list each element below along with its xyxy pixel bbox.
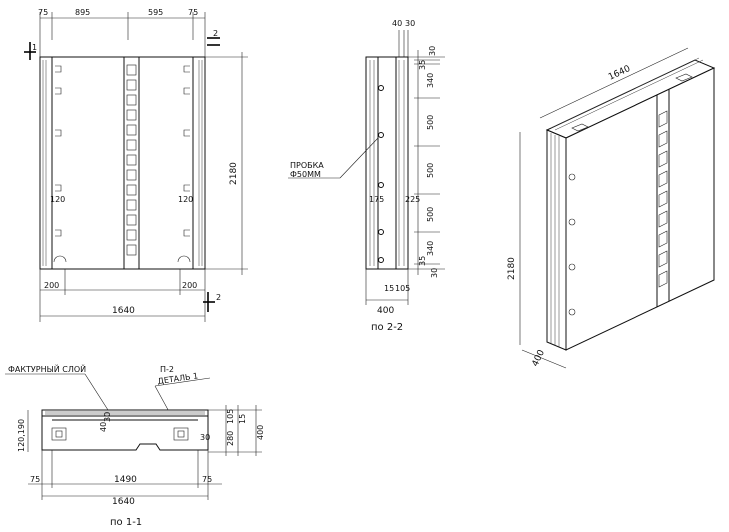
dim-top-75-left: 75	[38, 8, 48, 17]
plug-holes	[378, 85, 384, 263]
plug-label-2: Ф50ММ	[290, 170, 321, 179]
dim-side-40: 40	[392, 19, 402, 28]
front-view: 75 895 595 75 1 2	[24, 8, 248, 322]
dim-side-r-30-bottom: 30	[430, 268, 439, 278]
iso-dim-2180: 2180	[507, 257, 517, 280]
dim-side-r-340-bottom: 340	[426, 241, 435, 256]
dim-side-400: 400	[377, 306, 394, 316]
sec-dim-40: 40	[99, 422, 108, 432]
sec-dim-15: 15	[238, 414, 247, 424]
section-mark-1: 1	[32, 43, 37, 52]
section-mark-2-top: 2	[213, 29, 218, 38]
sec-dim-30-side: 30	[200, 433, 210, 442]
side-view: 40 30 175 225 ПРОБКА Ф50ММ	[288, 19, 445, 333]
dim-side-r-35-top: 35	[418, 60, 427, 70]
dim-side-r-35-bottom: 35	[418, 256, 427, 266]
dim-side-r-500-b: 500	[426, 163, 435, 178]
dim-side-r-500-c: 500	[426, 207, 435, 222]
section-view: ФАКТУРНЫЙ СЛОЙ П-2 ДЕТАЛЬ 1 120,190 40 3…	[5, 363, 265, 528]
sec-dim-280: 280	[226, 431, 235, 446]
sec-dim-105: 105	[226, 409, 235, 424]
sec-dim-75-right: 75	[202, 475, 212, 484]
dim-side-225: 225	[405, 195, 420, 204]
dim-top-75-right: 75	[188, 8, 198, 17]
dim-top-895: 895	[75, 8, 90, 17]
dim-side-r-30-top: 30	[428, 46, 437, 56]
p2-label: П-2	[160, 365, 174, 374]
side-view-title: по 2-2	[371, 322, 403, 333]
iso-anchors	[568, 173, 576, 316]
sec-dim-1490: 1490	[114, 475, 137, 485]
dim-120-left: 120	[50, 195, 65, 204]
dim-side-15: 15	[384, 284, 394, 293]
iso-dim-1640: 1640	[607, 64, 632, 83]
sec-dim-30-top: 30	[103, 412, 112, 422]
front-anchors-left	[53, 65, 67, 263]
dim-side-r-500-a: 500	[426, 115, 435, 130]
front-column-blocks	[126, 64, 137, 256]
iso-column-blocks	[658, 110, 668, 288]
sec-dim-400: 400	[256, 425, 265, 440]
dim-height-2180: 2180	[229, 162, 239, 185]
dim-120-right: 120	[178, 195, 193, 204]
dim-1640-front: 1640	[112, 306, 135, 316]
isometric-view: 1640 2180 400	[507, 47, 716, 369]
dim-top-595: 595	[148, 8, 163, 17]
section-view-title: по 1-1	[110, 517, 142, 528]
sec-dim-1640: 1640	[112, 497, 135, 507]
texture-layer-label: ФАКТУРНЫЙ СЛОЙ	[8, 363, 86, 374]
dim-side-175: 175	[369, 195, 384, 204]
plug-label-1: ПРОБКА	[290, 161, 324, 170]
dim-200-right: 200	[182, 281, 197, 290]
section-mark-2-bottom: 2	[216, 293, 221, 302]
dim-side-105: 105	[395, 284, 410, 293]
dim-side-r-340-top: 340	[426, 73, 435, 88]
front-anchors-right	[177, 65, 191, 263]
sec-dim-120-190: 120,190	[17, 419, 26, 452]
iso-dim-400: 400	[531, 348, 547, 368]
dim-side-30: 30	[405, 19, 415, 28]
dim-200-left: 200	[44, 281, 59, 290]
sec-dim-75-left: 75	[30, 475, 40, 484]
